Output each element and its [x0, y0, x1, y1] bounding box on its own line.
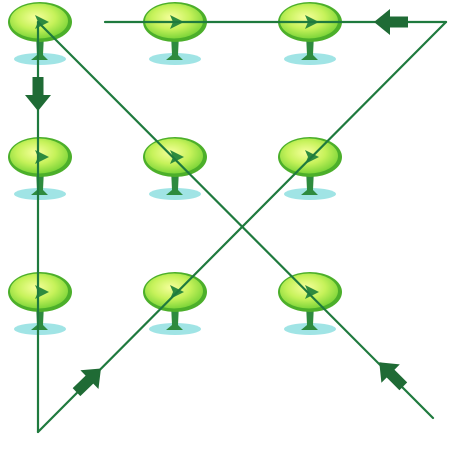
path-line-segment — [36, 20, 448, 434]
tree-icon — [143, 137, 207, 200]
tree-icon — [278, 2, 342, 65]
direction-arrows — [25, 9, 408, 397]
arrow-icon — [374, 9, 408, 35]
tree-icon — [143, 2, 207, 65]
tree-icon — [143, 272, 207, 335]
arrow-icon — [25, 77, 51, 111]
tree-icon — [278, 137, 342, 200]
tree-icon — [8, 2, 72, 65]
tree-icon — [278, 272, 342, 335]
tree-icon — [8, 272, 72, 335]
tree-icon — [8, 137, 72, 200]
arrow-icon — [72, 368, 101, 397]
tree-grid — [8, 2, 342, 335]
path-line-segment — [36, 20, 435, 420]
arrow-icon — [379, 362, 408, 391]
